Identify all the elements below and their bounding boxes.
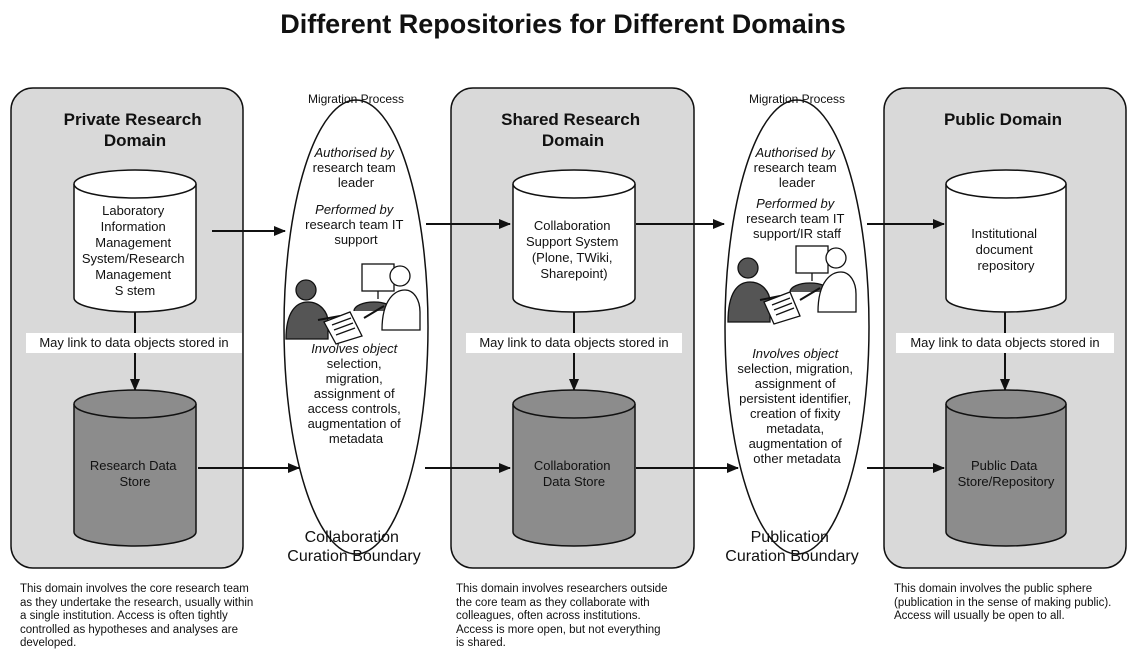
link-label-private: May link to data objects stored in bbox=[39, 335, 228, 350]
store-label-private: Research Data Store bbox=[90, 458, 180, 489]
domain-title-private: Private Research Domain bbox=[64, 110, 207, 150]
people-illustration-collaboration-icon bbox=[285, 263, 421, 345]
domain-title-public: Public Domain bbox=[944, 110, 1062, 129]
boundary-label-collaboration: Collaboration Curation Boundary bbox=[287, 529, 420, 565]
domain-description-shared: This domain involves researchers outside… bbox=[456, 583, 668, 649]
link-label-bg-private bbox=[26, 333, 242, 353]
system-cylinder-private bbox=[73, 169, 197, 313]
store-label-shared: Collaboration Data Store bbox=[534, 458, 614, 489]
migration-authorised-publication: Authorised by research team leader bbox=[754, 145, 841, 190]
system-label-shared: Collaboration Support System (Plone, TWi… bbox=[526, 218, 622, 281]
people-illustration-publication-icon bbox=[727, 245, 857, 325]
store-label-public: Public Data Store/Repository bbox=[958, 458, 1055, 489]
migration-involves-collaboration: Involves object selection, migration, as… bbox=[308, 341, 405, 446]
store-cylinder-shared bbox=[512, 389, 636, 547]
store-cylinder-private bbox=[73, 389, 197, 547]
system-cylinder-shared bbox=[512, 169, 636, 313]
domain-description-public: This domain involves the public sphere (… bbox=[894, 583, 1112, 622]
boundary-label-publication: Publication Curation Boundary bbox=[725, 529, 858, 565]
migration-label-publication: Migration Process bbox=[749, 92, 845, 106]
migration-ellipse-publication bbox=[724, 99, 870, 555]
migration-label-collaboration: Migration Process bbox=[308, 92, 404, 106]
migration-authorised-collaboration: Authorised by research team leader bbox=[313, 145, 400, 190]
link-label-public: May link to data objects stored in bbox=[910, 335, 1099, 350]
domain-description-private: This domain involves the core research t… bbox=[20, 583, 254, 649]
domain-title-shared: Shared Research Domain bbox=[501, 110, 645, 150]
link-label-bg-shared bbox=[466, 333, 682, 353]
link-label-shared: May link to data objects stored in bbox=[479, 335, 668, 350]
system-label-private: Laboratory Information Management System… bbox=[82, 203, 188, 298]
migration-involves-publication: Involves object selection, migration, as… bbox=[737, 346, 856, 466]
system-label-public: Institutional document repository bbox=[971, 226, 1040, 273]
diagram-title: Different Repositories for Different Dom… bbox=[280, 9, 846, 39]
system-cylinder-public bbox=[945, 169, 1067, 313]
link-label-bg-public bbox=[896, 333, 1114, 353]
store-cylinder-public bbox=[945, 389, 1067, 547]
migration-performed-publication: Performed by research team IT support/IR… bbox=[746, 196, 848, 241]
migration-performed-collaboration: Performed by research team IT support bbox=[305, 202, 407, 247]
